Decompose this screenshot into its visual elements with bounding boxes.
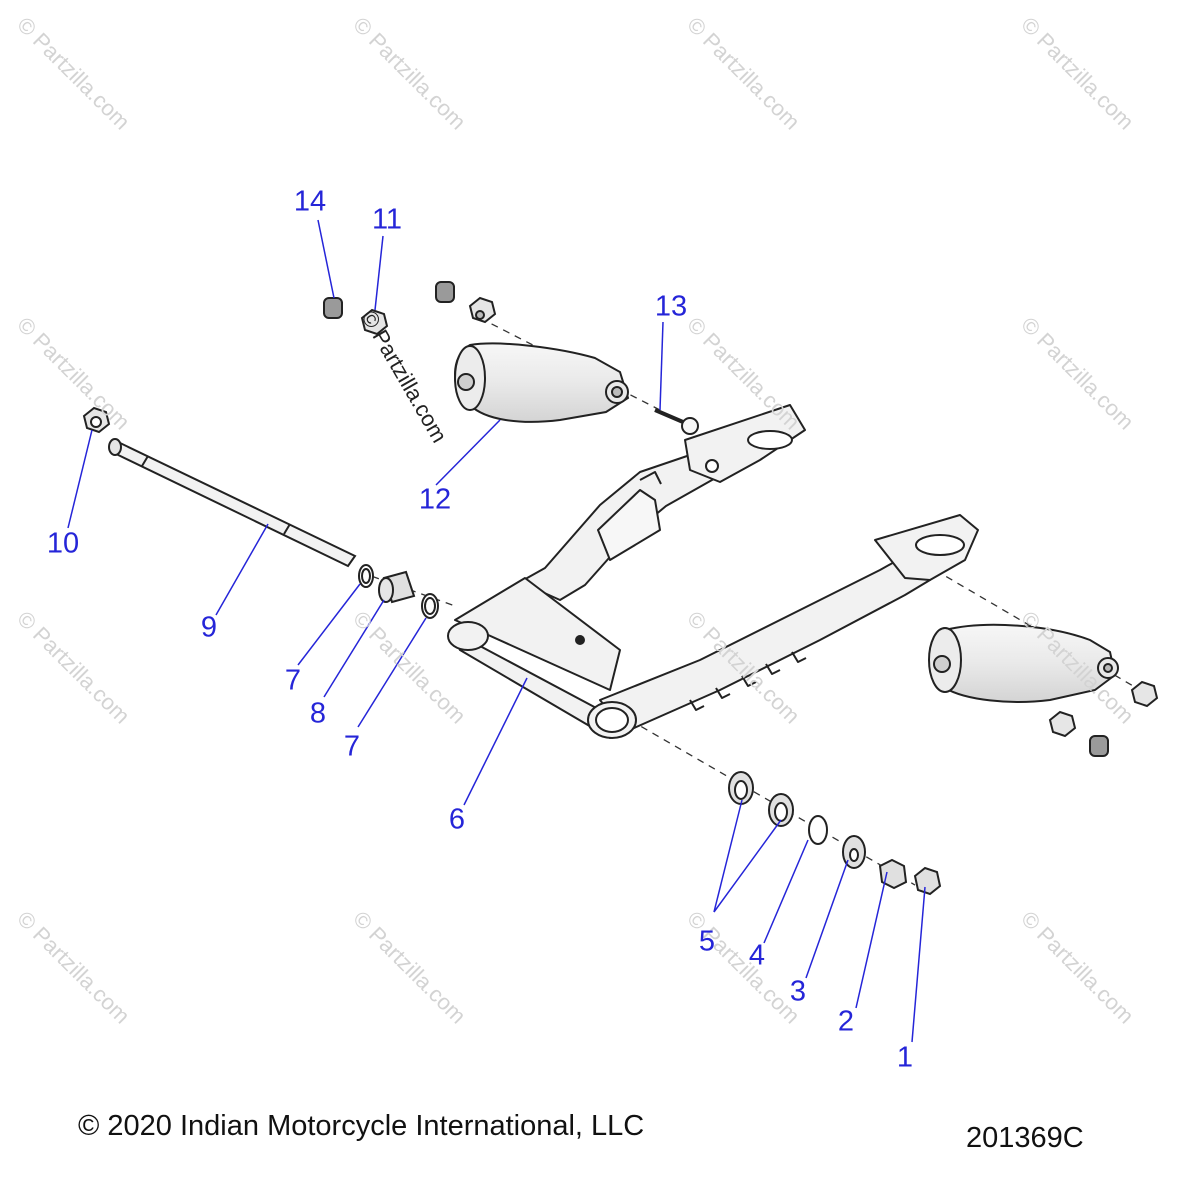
callout-8: 8 bbox=[309, 697, 327, 730]
shock-absorber-upper bbox=[454, 342, 630, 423]
shock-mount-stud bbox=[654, 408, 699, 435]
swingarm bbox=[447, 404, 979, 739]
callout-13: 13 bbox=[654, 290, 688, 323]
callout-9: 9 bbox=[200, 611, 218, 644]
callout-5: 5 bbox=[698, 925, 716, 958]
callout-10: 10 bbox=[46, 527, 80, 560]
callout-7a: 7 bbox=[284, 664, 302, 697]
callout-1: 1 bbox=[896, 1041, 914, 1074]
pivot-bearings-left bbox=[358, 564, 439, 619]
shock-hardware-upper bbox=[323, 281, 497, 336]
callout-12: 12 bbox=[418, 483, 452, 516]
copyright-text: © 2020 Indian Motorcycle International, … bbox=[78, 1110, 645, 1142]
callout-3: 3 bbox=[789, 975, 807, 1008]
callout-7b: 7 bbox=[343, 730, 361, 763]
callout-6: 6 bbox=[448, 803, 466, 836]
callout-4: 4 bbox=[748, 939, 766, 972]
callout-14: 14 bbox=[293, 185, 327, 218]
callout-leader-lines bbox=[67, 219, 926, 1043]
shock-hardware-lower bbox=[1048, 680, 1159, 757]
shock-absorber-lower bbox=[928, 623, 1119, 703]
pivot-nut bbox=[82, 406, 111, 434]
pivot-shaft bbox=[108, 438, 357, 568]
callout-11: 11 bbox=[371, 203, 403, 236]
callout-2: 2 bbox=[837, 1005, 855, 1038]
drawing-number: 201369C bbox=[966, 1122, 1084, 1154]
pivot-hardware-right bbox=[728, 771, 942, 896]
